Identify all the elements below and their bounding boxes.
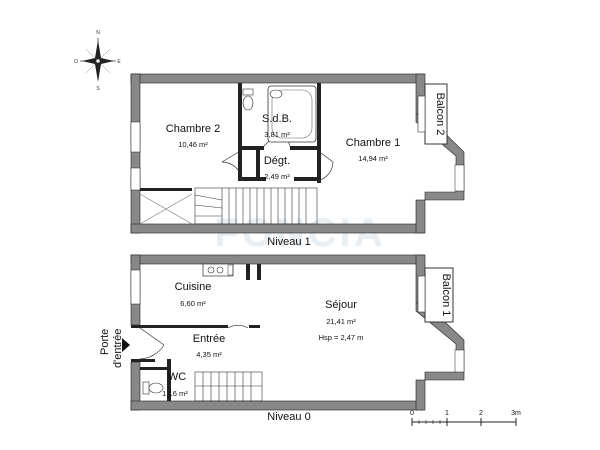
scale-2: 2 bbox=[479, 410, 483, 417]
compass-n: N bbox=[96, 30, 100, 36]
upper-floor: Balcon 2 bbox=[130, 73, 465, 248]
level-0-label: Niveau 0 bbox=[267, 411, 310, 423]
upper-stairs bbox=[139, 187, 318, 225]
hob-icon bbox=[207, 266, 215, 274]
room-degt-area: 2,49 m² bbox=[264, 172, 290, 181]
upper-interior-walls bbox=[140, 83, 321, 191]
sink-kitchen-icon bbox=[227, 264, 234, 276]
wc-toilet-icon bbox=[148, 382, 164, 394]
room-wc-area: 1,16 m² bbox=[162, 389, 188, 398]
room-cuisine-area: 6,60 m² bbox=[180, 299, 206, 308]
room-entree-area: 4,35 m² bbox=[196, 350, 222, 359]
bathtub-inner bbox=[271, 89, 313, 139]
lower-bay-glass bbox=[454, 349, 465, 373]
balcony-2-label: Balcon 2 bbox=[434, 93, 446, 136]
scale-bar: 0 1 2 3m bbox=[410, 410, 521, 426]
room-entree-name: Entrée bbox=[193, 333, 225, 345]
lower-floor: Balcon 1 bbox=[99, 254, 465, 423]
lower-exterior-walls bbox=[130, 254, 426, 411]
compass-o: O bbox=[74, 59, 78, 65]
window-cuisine bbox=[130, 269, 141, 305]
scale-3m: 3m bbox=[511, 410, 521, 417]
room-sdb-area: 3,81 m² bbox=[264, 130, 290, 139]
room-sejour-hsp: Hsp = 2,47 m bbox=[319, 333, 364, 342]
toilet-icon bbox=[242, 95, 254, 111]
upper-bay-glass bbox=[454, 164, 465, 192]
window-chambre2-lower bbox=[130, 167, 141, 191]
room-wc-name: WC bbox=[168, 371, 186, 383]
room-chambre1-area: 14,94 m² bbox=[358, 154, 388, 163]
entry-label-porte: Porte bbox=[99, 329, 111, 355]
toilet-tank-icon bbox=[242, 88, 254, 96]
hob-icon-2 bbox=[216, 266, 224, 274]
door-chambre2 bbox=[221, 149, 243, 182]
door-cuisine bbox=[227, 325, 249, 329]
entry-jamb-bottom bbox=[131, 359, 140, 362]
scale-0: 0 bbox=[410, 410, 414, 417]
balcony-1 bbox=[417, 267, 454, 323]
entry-jamb-top bbox=[131, 325, 140, 328]
wc-tank-icon bbox=[142, 381, 150, 395]
balcony-2 bbox=[417, 83, 448, 145]
room-chambre1-name: Chambre 1 bbox=[346, 137, 400, 149]
window-chambre2 bbox=[130, 121, 141, 153]
compass-s: S bbox=[96, 86, 100, 92]
room-chambre2-area: 10,46 m² bbox=[178, 140, 208, 149]
room-sejour-name: Séjour bbox=[325, 299, 357, 311]
door-chambre1 bbox=[316, 149, 334, 182]
room-sdb-name: S.d.B. bbox=[262, 113, 292, 125]
entry-label-dentree: d'entrée bbox=[112, 329, 124, 368]
room-chambre2-name: Chambre 2 bbox=[166, 123, 220, 135]
scale-1: 1 bbox=[445, 410, 449, 417]
sink-icon bbox=[269, 89, 283, 99]
entry-arrow-icon bbox=[122, 338, 130, 352]
balcony-1-label: Balcon 1 bbox=[440, 274, 452, 317]
entry-door bbox=[139, 327, 165, 360]
room-sejour-area: 21,41 m² bbox=[326, 317, 356, 326]
lower-interior-walls bbox=[140, 264, 261, 401]
room-degt-name: Dégt. bbox=[264, 155, 290, 167]
compass-rose-icon: N S E O bbox=[74, 30, 121, 92]
level-1-label: Niveau 1 bbox=[267, 236, 310, 248]
compass-e: E bbox=[117, 59, 121, 65]
kitchen-counter bbox=[202, 263, 234, 277]
room-cuisine-name: Cuisine bbox=[175, 281, 212, 293]
lower-stairs bbox=[194, 371, 263, 402]
